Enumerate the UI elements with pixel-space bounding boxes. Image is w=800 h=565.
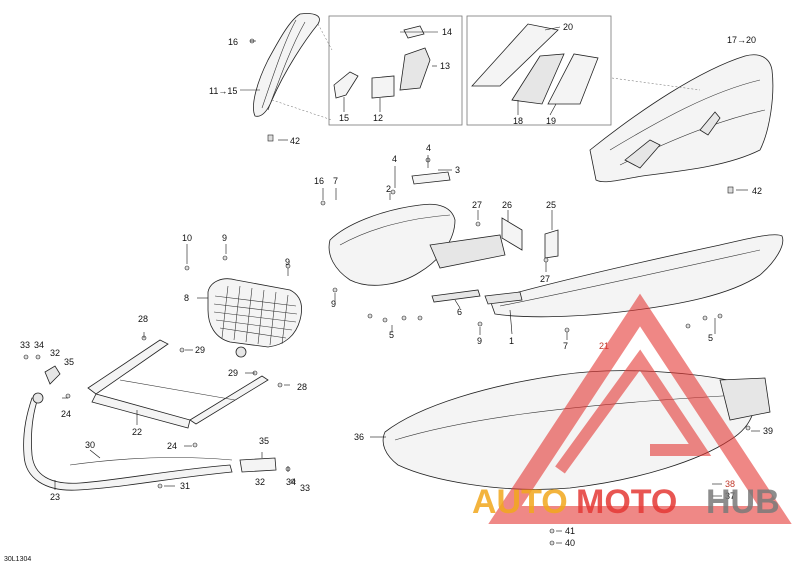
side-panel-17-20 <box>589 54 774 183</box>
callout-31: 31 <box>180 481 190 491</box>
callout-28a: 28 <box>138 314 148 324</box>
callout-1: 1 <box>509 336 514 346</box>
callout-28b: 28 <box>297 382 307 392</box>
callout-9a: 9 <box>222 233 227 243</box>
fastener-42b <box>727 186 734 194</box>
watermark-triangle-icon <box>488 293 792 524</box>
callout-11-15: 11→15 <box>209 86 237 96</box>
inset-right-parts <box>471 23 599 105</box>
callout-7a: 7 <box>333 176 338 186</box>
callout-27a: 27 <box>472 200 482 210</box>
callout-32b: 32 <box>255 477 265 487</box>
callout-21: 21 <box>599 341 609 351</box>
callout-26: 26 <box>502 200 512 210</box>
callout-32a: 32 <box>50 348 60 358</box>
sway-bar-part-22 <box>87 339 269 429</box>
callout-15: 15 <box>339 113 349 123</box>
callout-4b: 4 <box>426 143 431 153</box>
watermark-inner-mark <box>555 349 712 474</box>
callout-16a: 16 <box>228 37 238 47</box>
bracket-part-26 <box>501 217 523 251</box>
callout-29a: 29 <box>195 345 205 355</box>
plate-part-6 <box>431 289 481 303</box>
bolts <box>23 157 751 546</box>
callout-36: 36 <box>354 432 364 442</box>
callout-17-20: 17→20 <box>727 35 756 45</box>
watermark-logo <box>488 293 792 524</box>
callout-33b: 33 <box>300 483 310 493</box>
callout-39: 39 <box>763 426 773 436</box>
callout-12: 12 <box>373 113 383 123</box>
callout-24b: 24 <box>167 441 177 451</box>
callout-22: 22 <box>132 427 142 437</box>
callout-5b: 5 <box>708 333 713 343</box>
callout-10: 10 <box>182 233 192 243</box>
bracket-part-32b <box>239 457 277 473</box>
callout-34b: 34 <box>286 477 296 487</box>
callout-23: 23 <box>50 492 60 502</box>
callout-25: 25 <box>546 200 556 210</box>
callout-9b: 9 <box>285 257 290 267</box>
belly-pan-part-1 <box>484 234 784 318</box>
callout-14: 14 <box>442 27 452 37</box>
callout-13: 13 <box>440 61 450 71</box>
callout-4a: 4 <box>392 154 397 164</box>
callout-35b: 35 <box>259 436 269 446</box>
callout-35a: 35 <box>64 357 74 367</box>
callout-29b: 29 <box>228 368 238 378</box>
callout-33a: 33 <box>20 340 30 350</box>
callout-19: 19 <box>546 116 556 126</box>
callout-16b: 16 <box>314 176 324 186</box>
diagram-code: 30L1304 <box>4 556 31 563</box>
callout-5a: 5 <box>389 330 394 340</box>
callout-42b: 42 <box>752 186 762 196</box>
callout-3: 3 <box>455 165 460 175</box>
inset-box-left <box>328 15 463 126</box>
watermark-hub: HUB <box>706 483 780 521</box>
watermark-auto: AUTO <box>472 483 568 521</box>
bracket-part-32a <box>44 365 61 385</box>
callout-labels: 16 11→15 42 14 13 15 12 20 18 19 17→20 4… <box>4 22 773 563</box>
callout-30: 30 <box>85 440 95 450</box>
callout-42a: 42 <box>290 136 300 146</box>
bumper-part-23 <box>23 392 233 491</box>
leader-lines <box>54 26 760 544</box>
callout-34a: 34 <box>34 340 44 350</box>
grille-part-8 <box>207 278 302 358</box>
watermark-moto: MOTO <box>576 483 677 521</box>
inset-box-right <box>466 15 612 126</box>
callout-20: 20 <box>563 22 573 32</box>
bracket-part-25 <box>544 229 559 259</box>
callout-6: 6 <box>457 307 462 317</box>
callout-8: 8 <box>184 293 189 303</box>
callout-37: 37 <box>725 491 735 501</box>
callout-2: 2 <box>386 184 391 194</box>
callout-38: 38 <box>725 479 735 489</box>
callout-7b: 7 <box>563 341 568 351</box>
watermark-text: AUTO MOTO HUB <box>472 483 780 521</box>
callout-9c: 9 <box>331 299 336 309</box>
callout-9d: 9 <box>477 336 482 346</box>
callout-24a: 24 <box>61 409 71 419</box>
callout-40: 40 <box>565 538 575 548</box>
fastener-42a <box>267 134 274 142</box>
callout-41: 41 <box>565 526 575 536</box>
callout-27b: 27 <box>540 274 550 284</box>
bracket-part-3 <box>411 171 451 185</box>
deflector-part-11-15 <box>253 13 333 121</box>
nose-part-2 <box>328 203 506 286</box>
inset-left-parts <box>333 25 431 99</box>
callout-18: 18 <box>513 116 523 126</box>
